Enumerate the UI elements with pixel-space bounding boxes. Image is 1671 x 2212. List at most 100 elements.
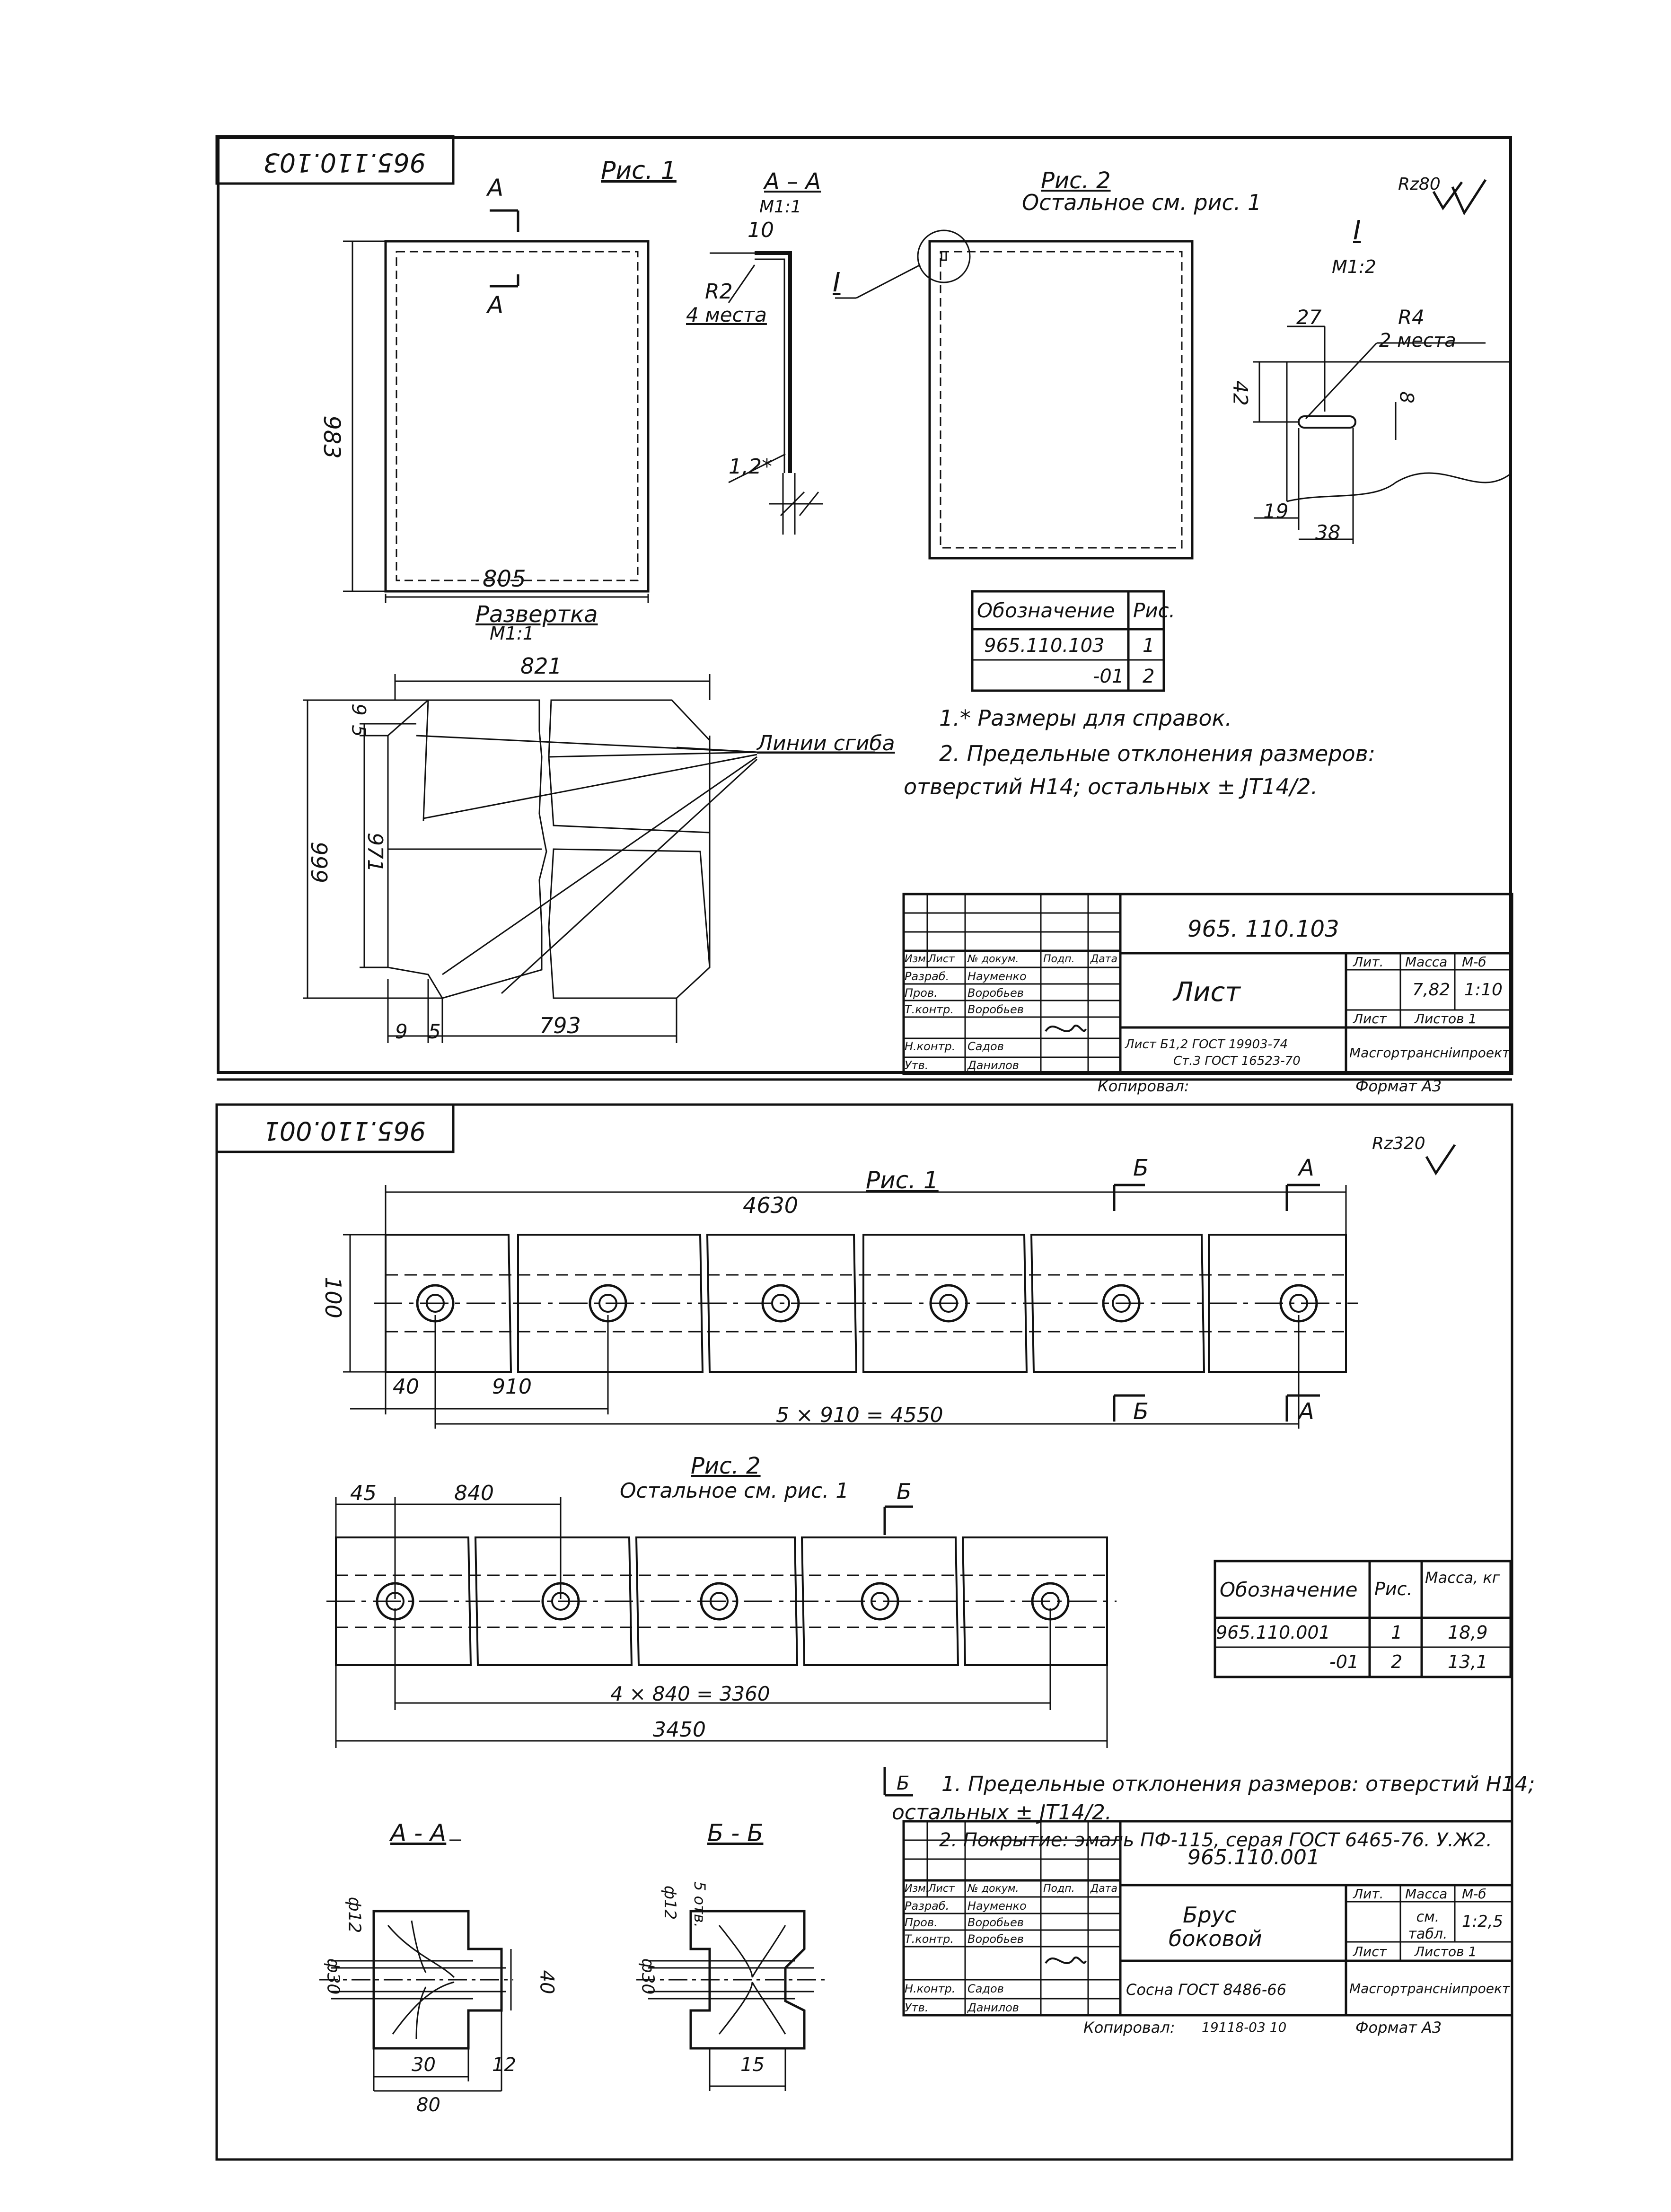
table-bottom-row1-mass: 18,9 [1448, 1622, 1488, 1643]
tb-top-person-3-role: Т.контр. [905, 1003, 954, 1016]
tb-top-code: 965. 110.103 [1187, 916, 1339, 942]
dim-8: 8 [1395, 391, 1417, 404]
tb-top-mass: 7,82 [1412, 980, 1451, 1000]
detail-label-fig2: I [833, 267, 841, 298]
tb-top-person-2-role: Пров. [905, 986, 938, 1000]
roughness-top: Rz80 [1398, 175, 1441, 194]
tb-top-person-2-name: Воробьев [967, 986, 1024, 1000]
dim-999: 999 [306, 842, 332, 883]
hole [416, 1284, 455, 1323]
hole [861, 1582, 899, 1621]
cut-b-bottom: Б [1133, 1398, 1149, 1425]
tb-bottom-copied: Копировал: [1083, 2019, 1175, 2036]
dim-805: 805 [483, 566, 526, 592]
tb-bottom-person-4-name: Садов [967, 1982, 1004, 1995]
detail-label: I [1353, 215, 1361, 246]
code-stamp-top: 965.110.103 [263, 148, 426, 177]
tb-bottom-person-4-role: Н.контр. [905, 1982, 956, 1995]
dim-phi12b: ф12 [660, 1885, 680, 1920]
tb-top-material-1: Лист Б1,2 ГОСТ 19903-74 [1125, 1037, 1288, 1052]
fig2-label-bottom: Рис. 2 [691, 1453, 761, 1479]
tb-top-name: Лист [1173, 977, 1240, 1008]
tb-bottom-role-list: Лист [928, 1883, 955, 1895]
dim-r2-note: 4 места [686, 303, 767, 326]
fig1-label: Рис. 1 [601, 157, 677, 185]
tb-bottom-role-doc: № докум. [967, 1883, 1019, 1895]
tb-top-person-3-name: Воробьев [967, 1003, 1024, 1016]
dim-10: 10 [748, 218, 774, 242]
dim-793: 793 [539, 1013, 581, 1038]
cut-b-fig2-low: Б [897, 1773, 910, 1794]
tb-top-role-list: Лист [928, 953, 955, 965]
tb-top-role-sign: Подп. [1043, 953, 1075, 965]
dim-phi30: ф30 [323, 1958, 343, 1995]
dim-42: 42 [1229, 380, 1252, 406]
table-bottom-header-fig: Рис. [1374, 1579, 1413, 1599]
tb-top-person-1-name: Науменко [967, 970, 1027, 983]
dim-3450: 3450 [653, 1718, 706, 1742]
tb-top-org: Масгортранснiипроект [1349, 1045, 1510, 1061]
fig2-label: Рис. 2 [1041, 167, 1111, 194]
fold-lines-label: Линии сгиба [757, 731, 895, 755]
sheet-top [217, 136, 1512, 1074]
table-bottom-header-designation: Обозначение [1220, 1578, 1358, 1601]
tb-bottom-mass: см. табл. [1408, 1909, 1448, 1942]
hole [541, 1582, 580, 1621]
cut-a-bottom: А [1299, 1398, 1314, 1425]
section-aa-label: A – A [764, 168, 821, 195]
hole [1279, 1284, 1318, 1323]
tb-top-person-4-role: Н.контр. [905, 1040, 956, 1053]
tb-top-person-5-name: Данилов [967, 1059, 1019, 1072]
tb-bottom-sheets: Листов 1 [1415, 1944, 1477, 1959]
tb-bottom-org: Масгортранснiипроект [1349, 1981, 1510, 1996]
dim-80: 80 [416, 2094, 440, 2116]
hole [929, 1284, 968, 1323]
table-top-row2-fig: 2 [1143, 666, 1155, 687]
dim-910: 910 [492, 1375, 532, 1399]
table-bottom-row2-designation: -01 [1329, 1651, 1359, 1672]
code-stamp-bottom: 965.110.001 [263, 1116, 426, 1146]
table-bottom-row1-fig: 1 [1391, 1622, 1403, 1643]
tb-bottom-mass-label: Масса [1405, 1886, 1448, 1902]
dim-983: 983 [318, 415, 345, 459]
tb-top-lit: Лит. [1353, 954, 1384, 970]
cut-b-top: Б [1133, 1155, 1149, 1181]
table-bottom-row1-designation: 965.110.001 [1216, 1622, 1330, 1643]
dim-12: 12 [492, 2054, 516, 2076]
tb-bottom-copied-code: 19118-03 10 [1202, 2019, 1287, 2035]
tb-bottom-material: Сосна ГОСТ 8486-66 [1126, 1981, 1286, 1999]
dim-100: 100 [320, 1277, 346, 1318]
tb-bottom-person-3-role: Т.контр. [905, 1932, 954, 1946]
tb-bottom-scale-label: М-б [1462, 1886, 1486, 1902]
table-bottom-row2-fig: 2 [1391, 1651, 1403, 1672]
dim-4x840: 4 × 840 = 3360 [610, 1682, 770, 1705]
dim-9b: 9 [395, 1020, 408, 1043]
fig2-note-bottom: Остальное см. рис. 1 [620, 1479, 849, 1503]
dim-19: 19 [1263, 500, 1289, 523]
table-bottom-header-mass: Масса, кг [1425, 1569, 1500, 1587]
dim-971: 971 [362, 833, 387, 872]
tb-bottom-role-sign: Подп. [1043, 1883, 1075, 1895]
tb-top-person-1-role: Разраб. [905, 970, 950, 983]
holes-fig2 [376, 1582, 1070, 1621]
tb-bottom-name-2: боковой [1169, 1926, 1262, 1951]
section-bb-bottom: Б - Б [707, 1819, 764, 1847]
roughness-bottom: Rz320 [1372, 1134, 1425, 1153]
dim-5b: 5 [428, 1020, 441, 1043]
tb-bottom-person-1-name: Науменко [967, 1899, 1027, 1913]
tb-top-format: Формат А3 [1355, 1077, 1442, 1095]
tb-bottom-person-5-role: Утв. [905, 2001, 929, 2014]
dim-38: 38 [1315, 521, 1341, 544]
note-top-1: 1.* Размеры для справок. [939, 705, 1232, 731]
hole [376, 1582, 414, 1621]
tb-bottom-person-5-name: Данилов [967, 2001, 1019, 2014]
table-top-header-designation: Обозначение [977, 599, 1115, 622]
cut-b-fig2: Б [897, 1479, 912, 1504]
tb-bottom-sheet: Лист [1353, 1944, 1387, 1959]
note-bottom-1: 1. Предельные отклонения размеров: отвер… [941, 1772, 1535, 1796]
note-bottom-2: остальных ± JT14/2. [892, 1800, 1112, 1825]
dim-5otv: 5 отв. [690, 1881, 709, 1928]
dim-5x910: 5 × 910 = 4550 [776, 1403, 943, 1427]
tb-bottom-name-1: Брус [1183, 1902, 1237, 1928]
